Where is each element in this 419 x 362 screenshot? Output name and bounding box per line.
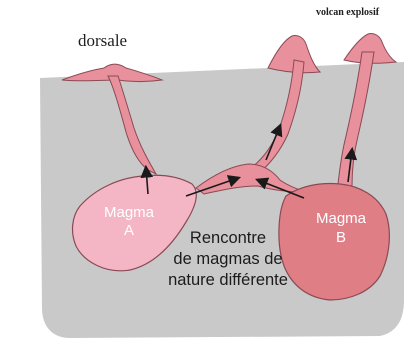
magma-b-label: Magma <box>301 211 381 226</box>
volcano-label: volcan explosif <box>316 8 379 18</box>
magma-b-letter: B <box>301 230 381 245</box>
magma-a-label: Magma <box>89 205 169 220</box>
caption-line-1: Rencontre <box>148 230 308 247</box>
ridge-label: dorsale <box>78 32 127 49</box>
caption-line-3: nature différente <box>148 272 308 289</box>
caption-line-2: de magmas de <box>148 251 308 268</box>
